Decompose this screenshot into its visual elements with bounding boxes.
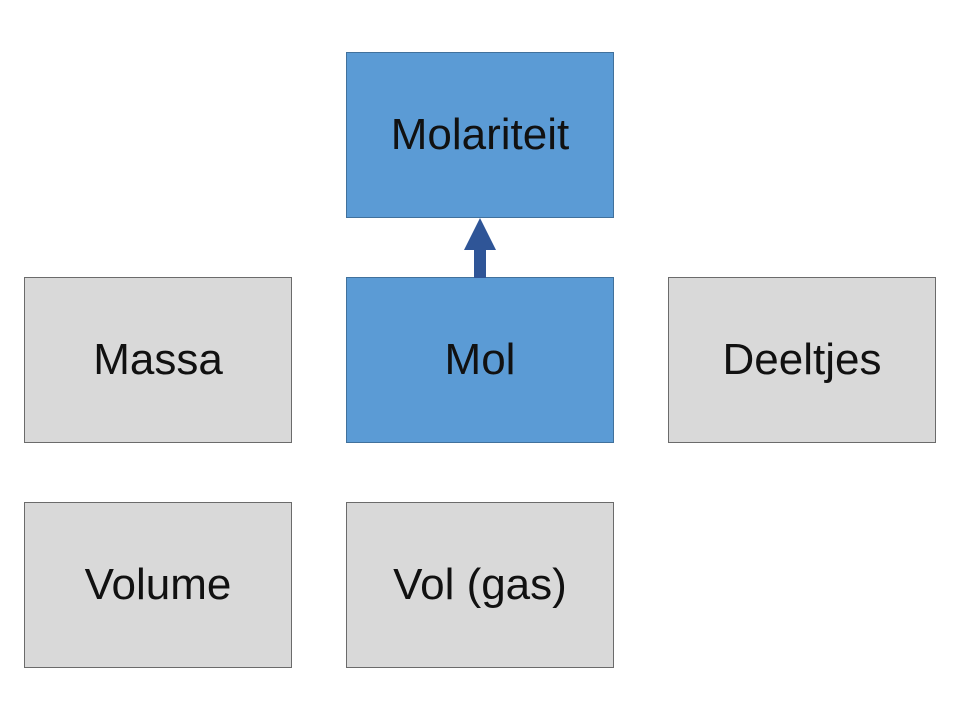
node-massa: Massa [24, 277, 292, 443]
node-vol-gas-label: Vol (gas) [393, 560, 567, 609]
node-massa-label: Massa [93, 335, 223, 384]
arrow-mol-to-molariteit [464, 218, 496, 278]
node-deeltjes: Deeltjes [668, 277, 936, 443]
node-deeltjes-label: Deeltjes [722, 335, 882, 384]
node-volume-label: Volume [84, 560, 232, 609]
node-molariteit: Molariteit [346, 52, 614, 218]
node-molariteit-label: Molariteit [390, 110, 570, 159]
node-mol-label: Mol [444, 335, 516, 384]
node-volume: Volume [24, 502, 292, 668]
node-vol-gas: Vol (gas) [346, 502, 614, 668]
arrow-head [464, 218, 496, 250]
node-mol: Mol [346, 277, 614, 443]
arrow-shaft [474, 246, 486, 278]
